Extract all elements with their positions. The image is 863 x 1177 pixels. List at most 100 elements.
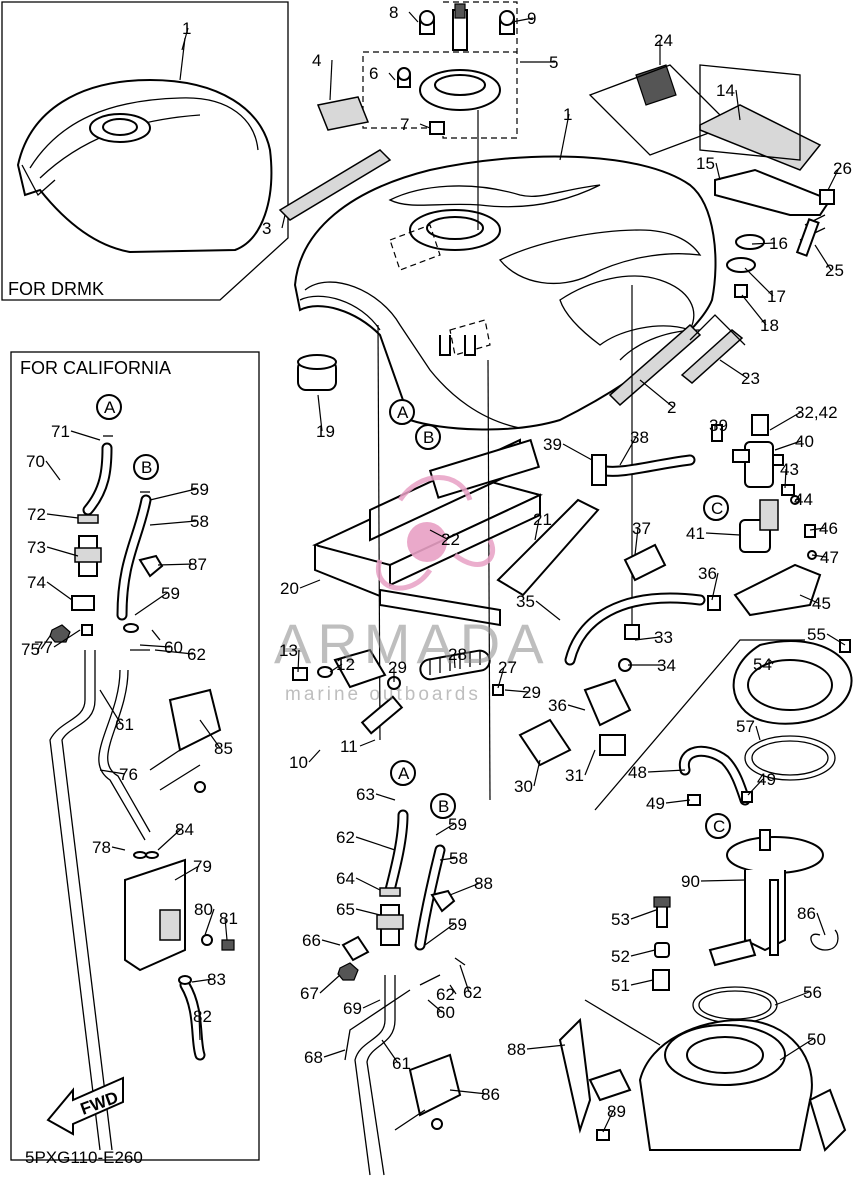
leader-line	[449, 1089, 488, 1095]
callout-62: 62	[436, 985, 455, 1004]
fwd-arrow: FWD	[46, 1076, 124, 1136]
leader-line	[774, 991, 810, 1006]
callout-3: 3	[262, 219, 271, 238]
connector-a-tank	[389, 399, 415, 425]
callout-41: 41	[686, 524, 705, 543]
canister	[124, 858, 186, 972]
callout-64: 64	[336, 869, 355, 888]
fuel-tank	[278, 149, 717, 431]
leader-line	[174, 865, 200, 881]
callout-58: 58	[449, 849, 468, 868]
leader-line	[827, 167, 840, 191]
pump-housing	[584, 999, 847, 1152]
callout-89: 89	[607, 1102, 626, 1121]
leader-line	[769, 411, 802, 431]
leader-line	[619, 436, 637, 466]
leader-line	[70, 430, 101, 441]
leader-line	[299, 579, 321, 589]
callout-16: 16	[769, 234, 788, 253]
callout-33: 33	[654, 628, 673, 647]
callout-43: 43	[780, 460, 799, 479]
callout-88: 88	[474, 874, 493, 893]
leader-line	[449, 984, 457, 995]
callout-71: 71	[51, 422, 70, 441]
callout-14: 14	[716, 81, 735, 100]
callout-52: 52	[611, 947, 630, 966]
leader-line	[362, 999, 381, 1009]
callout-49: 49	[646, 794, 665, 813]
leader-line	[794, 498, 801, 501]
leader-line	[181, 27, 189, 51]
leader-line	[535, 600, 561, 621]
callout-18: 18	[760, 316, 779, 335]
leader-line	[46, 581, 73, 601]
callout-48: 48	[628, 763, 647, 782]
callout-35: 35	[516, 592, 535, 611]
callout-83: 83	[207, 970, 226, 989]
callout-12: 12	[336, 655, 355, 674]
callout-84: 84	[175, 820, 194, 839]
bracket-89	[558, 1017, 592, 1134]
callout-82: 82	[193, 1007, 212, 1026]
leader-line	[355, 877, 381, 891]
leader-line	[504, 689, 529, 693]
leader-line	[429, 529, 448, 540]
callout-13: 13	[279, 641, 298, 660]
callout-4: 4	[312, 51, 321, 70]
leader-line	[435, 823, 455, 836]
filler-module	[362, 1, 518, 230]
watermark: ARMADA marine outboards	[274, 475, 550, 705]
callout-73: 73	[27, 538, 46, 557]
callout-62: 62	[187, 645, 206, 664]
fuel-sender-41	[733, 499, 822, 617]
leader-line	[191, 978, 214, 983]
leader-line	[826, 633, 846, 646]
leader-line	[562, 443, 593, 461]
damper-19	[297, 354, 337, 391]
leader-line	[602, 1110, 614, 1133]
leader-line	[647, 769, 686, 773]
callout-61: 61	[392, 1054, 411, 1073]
leader-line	[157, 563, 195, 566]
mount-bracket	[699, 64, 835, 298]
callout-44: 44	[794, 490, 813, 509]
leader-line	[665, 799, 691, 804]
callout-29: 29	[522, 683, 541, 702]
callout-49: 49	[757, 770, 776, 789]
callout-29: 29	[388, 658, 407, 677]
valve-12	[333, 648, 387, 689]
leader-line	[719, 359, 748, 379]
fuel-pump-40	[732, 414, 784, 488]
connector-b-cal	[133, 454, 159, 480]
callout-46: 46	[819, 519, 838, 538]
callout-8: 8	[389, 3, 398, 22]
watermark-tagline: marine outboards	[285, 684, 481, 705]
callout-26: 26	[833, 159, 852, 178]
leader-line	[630, 979, 654, 986]
leader-line	[735, 89, 741, 121]
leader-line	[811, 554, 827, 558]
fwd-label: FWD	[78, 1088, 121, 1119]
callout-88: 88	[507, 1040, 526, 1059]
leader-line	[154, 649, 194, 655]
connector-b-tank	[415, 424, 441, 450]
leader-line	[297, 649, 300, 673]
leader-line	[381, 1039, 399, 1064]
connector-a-main	[390, 760, 416, 786]
callout-34: 34	[657, 656, 676, 675]
sensor-31	[583, 678, 632, 727]
leader-line	[784, 468, 787, 489]
leader-line	[157, 828, 182, 851]
leader-line	[317, 394, 323, 432]
watermark-brand: ARMADA	[274, 612, 550, 675]
drmk-title: FOR DRMK	[8, 279, 104, 299]
callout-23: 23	[741, 369, 760, 388]
leader-line	[355, 836, 396, 851]
callout-59: 59	[448, 915, 467, 934]
callout-31: 31	[565, 766, 584, 785]
leader-line	[751, 242, 776, 245]
callout-36: 36	[548, 696, 567, 715]
callout-45: 45	[812, 594, 831, 613]
